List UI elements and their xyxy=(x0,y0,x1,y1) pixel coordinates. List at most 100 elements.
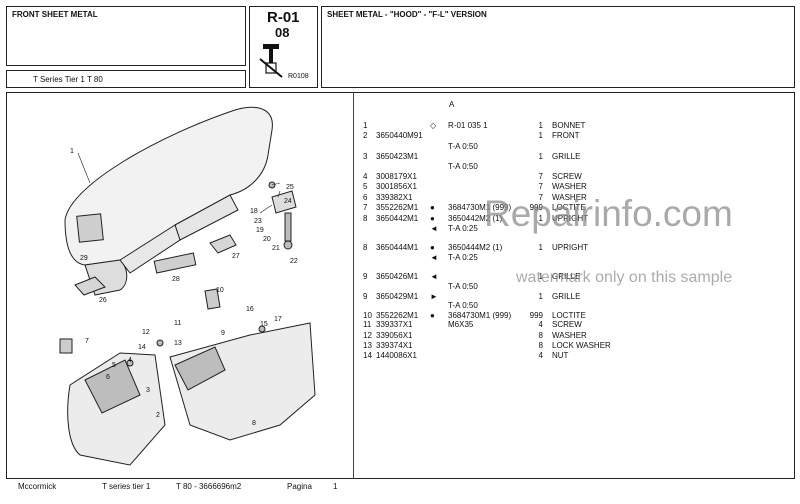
item-number: 8 xyxy=(363,243,368,252)
quantity: 1 xyxy=(538,272,543,281)
callout-8: 8 xyxy=(252,420,256,427)
quantity: 1 xyxy=(538,292,543,301)
part-description: WASHER xyxy=(552,331,587,340)
footer-page-label: Pagina xyxy=(287,482,312,491)
alternate-ref: R-01 035 1 xyxy=(448,121,488,130)
row-symbol: ◇ xyxy=(430,121,437,130)
screwdriver-icon xyxy=(259,44,283,78)
callout-20: 20 xyxy=(263,236,271,243)
footer-page-number: 1 xyxy=(333,482,338,491)
row-symbol: ► xyxy=(430,292,438,301)
callout-13: 13 xyxy=(174,340,182,347)
section-title: FRONT SHEET METAL xyxy=(12,10,98,19)
part-description: GRILLE xyxy=(552,152,581,161)
part-description: LOCTITE xyxy=(552,311,586,320)
item-number: 10 xyxy=(363,311,372,320)
reference-box: R-01 08 R0108 xyxy=(249,6,318,88)
quantity: 1 xyxy=(538,214,543,223)
callout-14: 14 xyxy=(138,344,146,351)
quantity: 7 xyxy=(538,182,543,191)
part-number: 339337X1 xyxy=(376,320,413,329)
callout-9: 9 xyxy=(221,330,225,337)
part-description: NUT xyxy=(552,351,569,360)
part-description: GRILLE xyxy=(552,272,581,281)
part-number: 339056X1 xyxy=(376,331,413,340)
quantity: 1 xyxy=(538,152,543,161)
alternate-ref: T-A 0:50 xyxy=(448,301,478,310)
alternate-ref: 3650444M2 (1) xyxy=(448,243,503,252)
quantity: 1 xyxy=(538,131,543,140)
item-number: 4 xyxy=(363,172,368,181)
column-divider xyxy=(353,92,354,479)
item-number: 12 xyxy=(363,331,372,340)
alternate-ref: 3684730M1 (999) xyxy=(448,311,512,320)
callout-18: 18 xyxy=(250,208,258,215)
series-label: T Series Tier 1 T 80 xyxy=(33,75,103,84)
part-description: SCREW xyxy=(552,320,582,329)
callout-11: 11 xyxy=(174,320,181,327)
part-number: 3552262M1 xyxy=(376,311,419,320)
item-number: 9 xyxy=(363,292,368,301)
quantity: 1 xyxy=(538,121,543,130)
footer: Mccormick T series tier 1 T 80 - 3666696… xyxy=(6,480,795,494)
reference-sub: 08 xyxy=(275,25,290,40)
reference-code: R-01 xyxy=(267,9,300,26)
part-description: BONNET xyxy=(552,121,586,130)
callout-3: 3 xyxy=(146,387,150,394)
reference-number: R0108 xyxy=(288,73,309,80)
quantity: 4 xyxy=(538,320,543,329)
row-symbol: ◄ xyxy=(430,272,438,281)
item-number: 9 xyxy=(363,272,368,281)
callout-29: 29 xyxy=(80,255,88,262)
callout-25: 25 xyxy=(286,184,294,191)
item-number: 6 xyxy=(363,193,368,202)
part-number: 339382X1 xyxy=(376,193,413,202)
watermark-note: watermark only on this sample xyxy=(516,269,733,286)
part-number: 3650440M91 xyxy=(376,131,423,140)
item-number: 8 xyxy=(363,214,368,223)
item-number: 5 xyxy=(363,182,368,191)
item-number: 14 xyxy=(363,351,372,360)
alternate-ref: T-A 0:50 xyxy=(448,142,478,151)
description-title: SHEET METAL - "HOOD" - "F-L" VERSION xyxy=(327,10,487,19)
callout-6: 6 xyxy=(106,374,110,381)
callout-22: 22 xyxy=(290,258,298,265)
callout-10: 10 xyxy=(216,287,224,294)
callout-4: 4 xyxy=(128,357,132,364)
part-number: 3650429M1 xyxy=(376,292,419,301)
alternate-ref: T-A 0:50 xyxy=(448,162,478,171)
quantity: 999 xyxy=(529,311,543,320)
exploded-parts-drawing: 1 2 3 4 5 6 7 8 9 10 11 12 13 14 15 16 1… xyxy=(59,106,316,466)
alternate-ref: M6X35 xyxy=(448,320,474,329)
part-description: UPRIGHT xyxy=(552,214,588,223)
callout-15: 15 xyxy=(260,321,268,328)
quantity: 999 xyxy=(529,203,543,212)
item-number: 1 xyxy=(363,121,368,130)
callout-12: 12 xyxy=(142,329,150,336)
part-number: 3650444M1 xyxy=(376,243,419,252)
part-number: 339374X1 xyxy=(376,341,413,350)
part-number: 3650442M1 xyxy=(376,214,419,223)
section-title-box: FRONT SHEET METAL xyxy=(6,6,246,66)
row-symbol: ◄ xyxy=(430,224,438,233)
alternate-ref: T-A 0:25 xyxy=(448,253,478,262)
footer-series: T series tier 1 xyxy=(102,482,151,491)
quantity: 7 xyxy=(538,193,543,202)
series-box: T Series Tier 1 T 80 xyxy=(6,70,246,88)
quantity: 4 xyxy=(538,351,543,360)
part-description: LOCTITE xyxy=(552,203,586,212)
watermark-text: Repairinfo.com xyxy=(484,193,733,234)
part-description: UPRIGHT xyxy=(552,243,588,252)
part-description: SCREW xyxy=(552,172,582,181)
callout-2: 2 xyxy=(156,412,160,419)
row-symbol: ◄ xyxy=(430,253,438,262)
item-number: 3 xyxy=(363,152,368,161)
part-description: WASHER xyxy=(552,193,587,202)
footer-model: T 80 - 3666696m2 xyxy=(176,482,242,491)
quantity: 8 xyxy=(538,331,543,340)
part-description: FRONT xyxy=(552,131,580,140)
callout-23: 23 xyxy=(254,218,262,225)
callout-28: 28 xyxy=(172,276,180,283)
description-box: SHEET METAL - "HOOD" - "F-L" VERSION xyxy=(321,6,795,88)
row-symbol: ● xyxy=(430,311,435,320)
